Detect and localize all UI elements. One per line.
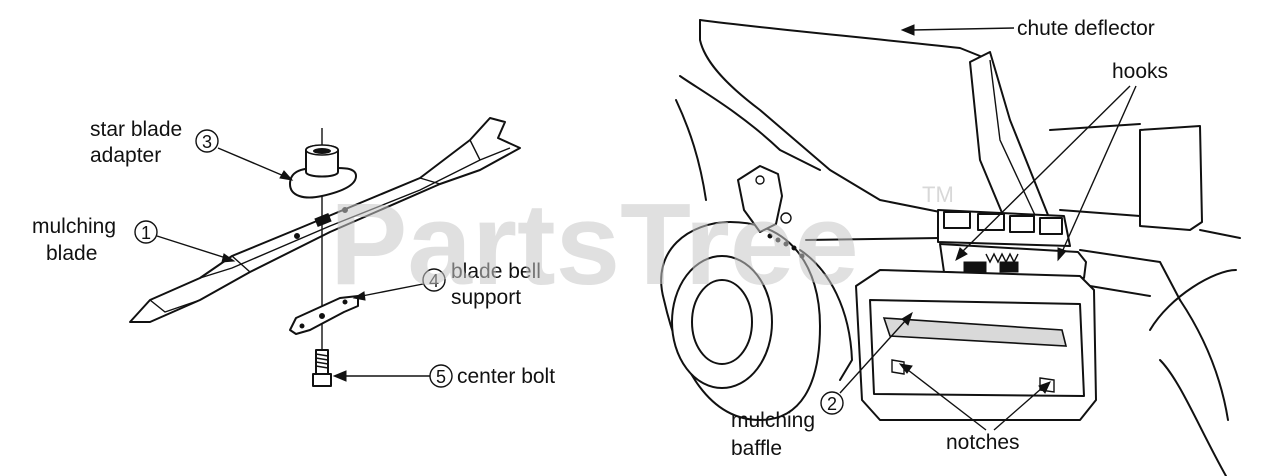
callout-5-label: center bolt: [457, 365, 555, 388]
label-notches: notches: [898, 363, 1051, 454]
center-bolt: [312, 349, 332, 387]
callout-blade-bell-support: 4 blade bell support: [352, 260, 541, 309]
blade-bell-support: [289, 295, 359, 335]
watermark: PartsTree TM: [330, 179, 954, 309]
callout-star-blade-adapter: star blade adapter 3: [90, 118, 294, 181]
callout-4-label-line2: support: [451, 286, 521, 309]
watermark-text: PartsTree: [330, 179, 859, 309]
label-hooks: hooks: [955, 60, 1168, 262]
callout-1-label-line2: blade: [46, 242, 97, 265]
callout-2-label-line1: mulching: [731, 409, 815, 432]
callout-4-label-line1: blade bell: [451, 260, 541, 283]
label-chute-deflector: chute deflector: [900, 17, 1155, 40]
notches-text: notches: [946, 431, 1020, 454]
callout-1-number: 1: [141, 223, 151, 243]
bracket: [737, 165, 805, 259]
front-wheel: [660, 221, 853, 421]
chute-opening: [855, 209, 1097, 421]
callout-3-number: 3: [202, 132, 212, 152]
callout-2-number: 2: [827, 394, 837, 414]
chute-deflector-text: chute deflector: [1017, 17, 1155, 40]
callout-mulching-blade: mulching blade 1: [32, 215, 236, 265]
callout-4-number: 4: [429, 271, 439, 291]
callout-3-label-line1: star blade: [90, 118, 182, 141]
hooks-text: hooks: [1112, 60, 1168, 83]
callout-5-number: 5: [436, 367, 446, 387]
callout-center-bolt: 5 center bolt: [332, 364, 555, 388]
star-blade-adapter: [289, 144, 357, 199]
callout-3-label-line2: adapter: [90, 144, 161, 167]
watermark-trademark: TM: [922, 182, 954, 207]
callout-2-label-line2: baffle: [731, 437, 782, 460]
callout-mulching-baffle: 2 mulching baffle: [731, 311, 913, 460]
mower-housing: [675, 19, 1241, 476]
callout-1-label-line1: mulching: [32, 215, 116, 238]
